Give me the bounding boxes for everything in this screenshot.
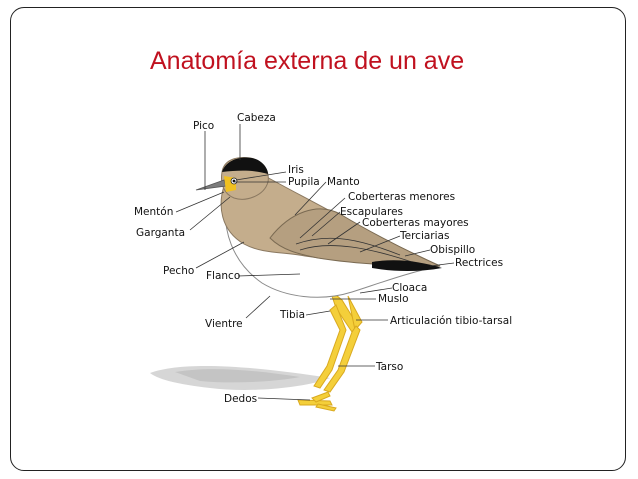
anatomy-labels: Pico Cabeza Iris Pupila Manto Coberteras…	[134, 112, 512, 405]
label-garganta: Garganta	[136, 227, 185, 239]
bird-legs	[297, 288, 363, 412]
label-pupila: Pupila	[288, 176, 320, 188]
label-tibia: Tibia	[279, 309, 305, 321]
label-cabeza: Cabeza	[237, 112, 276, 124]
label-flanco: Flanco	[206, 270, 240, 282]
label-iris: Iris	[288, 164, 304, 176]
label-pecho: Pecho	[163, 265, 194, 277]
label-escapulares: Escapulares	[340, 206, 403, 218]
label-menton: Mentón	[134, 206, 173, 218]
label-dedos: Dedos	[224, 393, 257, 405]
slide-title: Anatomía externa de un ave	[150, 47, 465, 75]
label-cloaca: Cloaca	[392, 282, 427, 294]
ground-shadow	[150, 365, 330, 390]
label-articulacion-tibio-tarsal: Articulación tibio-tarsal	[390, 315, 512, 327]
label-terciarias: Terciarias	[399, 230, 449, 242]
label-tarso: Tarso	[375, 361, 403, 373]
label-obispillo: Obispillo	[430, 244, 475, 256]
label-manto: Manto	[327, 176, 360, 188]
label-coberteras-mayores: Coberteras mayores	[362, 217, 469, 229]
label-muslo: Muslo	[378, 293, 409, 305]
leader-lines	[175, 124, 455, 401]
label-vientre: Vientre	[205, 318, 243, 330]
label-coberteras-menores: Coberteras menores	[348, 191, 455, 203]
label-pico: Pico	[193, 120, 214, 132]
label-rectrices: Rectrices	[455, 257, 503, 269]
